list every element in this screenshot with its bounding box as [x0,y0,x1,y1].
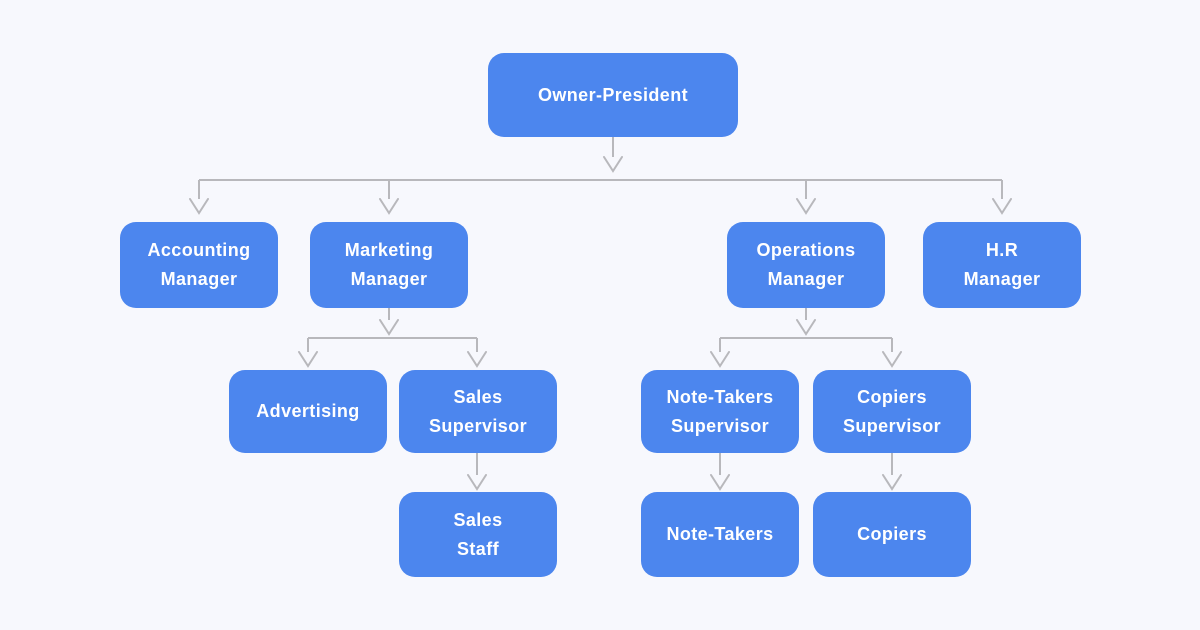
node-sales-staff-label: Sales Staff [453,509,503,559]
node-owner-president-label: Owner-President [537,84,689,105]
node-marketing-manager: Marketing Manager [310,222,468,308]
node-hr-manager-label: H.R Manager [963,240,1041,289]
node-advertising-label: Advertising [256,401,360,421]
node-note-takers: Note-Takers [641,492,799,577]
node-owner-president: Owner-President [488,53,738,137]
node-operations-manager-label: Operations Manager [756,240,856,289]
node-copiers: Copiers [813,492,971,577]
node-accounting-manager-label: Accounting Manager [147,240,251,289]
node-note-takers-supervisor: Note-Takers Supervisor [641,370,799,453]
node-operations-manager: Operations Manager [727,222,885,308]
node-copiers-supervisor-label: Copiers Supervisor [842,386,942,436]
node-copiers-supervisor: Copiers Supervisor [813,370,971,453]
node-sales-supervisor-label: Sales Supervisor [428,386,528,436]
node-sales-staff: Sales Staff [399,492,557,577]
node-hr-manager: H.R Manager [923,222,1081,308]
node-marketing-manager-label: Marketing Manager [344,240,434,289]
node-accounting-manager: Accounting Manager [120,222,278,308]
node-copiers-label: Copiers [857,524,927,544]
node-note-takers-label: Note-Takers [666,524,774,544]
node-sales-supervisor: Sales Supervisor [399,370,557,453]
node-advertising: Advertising [229,370,387,453]
node-note-takers-supervisor-label: Note-Takers Supervisor [666,386,774,436]
